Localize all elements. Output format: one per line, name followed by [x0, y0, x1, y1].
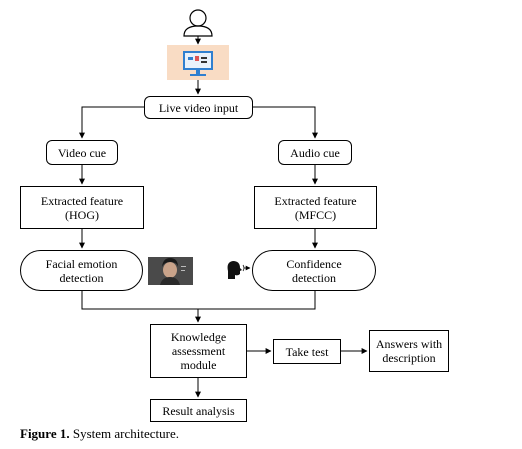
knowledge-line1: Knowledge — [171, 330, 226, 344]
extracted-hog-line1: Extracted feature — [41, 194, 123, 208]
figure-caption-text: System architecture. — [73, 426, 179, 441]
audio-cue-label: Audio cue — [290, 146, 340, 160]
confidence-line1: Confidence — [286, 257, 341, 271]
take-test-node: Take test — [273, 339, 341, 364]
extracted-feature-hog-node: Extracted feature (HOG) — [20, 186, 144, 229]
extracted-mfcc-line1: Extracted feature — [274, 194, 356, 208]
knowledge-line3: module — [181, 358, 217, 372]
computer-monitor-icon — [167, 45, 229, 80]
knowledge-line2: assessment — [172, 344, 225, 358]
arrow-input-audio — [253, 107, 315, 138]
arrow-input-video — [82, 107, 144, 138]
facial-line2: detection — [60, 271, 104, 285]
extracted-hog-line2: (HOG) — [65, 208, 99, 222]
answers-description-node: Answers with description — [369, 330, 449, 372]
facial-line1: Facial emotion — [46, 257, 118, 271]
user-icon — [184, 10, 212, 36]
result-analysis-label: Result analysis — [162, 404, 234, 418]
take-test-label: Take test — [286, 345, 329, 359]
speaking-head-icon — [228, 261, 250, 279]
answers-line2: description — [382, 351, 435, 365]
audio-cue-node: Audio cue — [278, 140, 352, 165]
figure-caption: Figure 1. System architecture. — [20, 426, 179, 442]
result-analysis-node: Result analysis — [150, 399, 247, 422]
arrow-detections-merge — [82, 291, 315, 309]
figure-caption-label: Figure 1. — [20, 426, 70, 441]
video-cue-label: Video cue — [58, 146, 106, 160]
video-cue-node: Video cue — [46, 140, 118, 165]
live-video-input-label: Live video input — [159, 101, 238, 115]
extracted-feature-mfcc-node: Extracted feature (MFCC) — [254, 186, 377, 229]
answers-line1: Answers with — [376, 337, 442, 351]
knowledge-assessment-node: Knowledge assessment module — [150, 324, 247, 378]
extracted-mfcc-line2: (MFCC) — [295, 208, 336, 222]
confidence-line2: detection — [292, 271, 336, 285]
confidence-detection-node: Confidence detection — [252, 250, 376, 291]
face-photo-icon — [148, 257, 193, 285]
live-video-input-node: Live video input — [144, 96, 253, 119]
facial-emotion-detection-node: Facial emotion detection — [20, 250, 143, 291]
